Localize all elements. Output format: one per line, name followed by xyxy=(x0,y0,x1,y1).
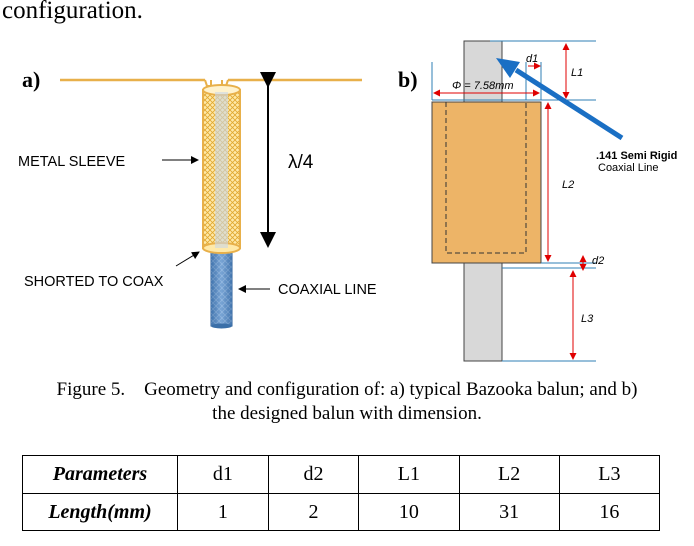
d1-label: d1 xyxy=(526,53,538,65)
inner-dashed-outline xyxy=(445,102,527,254)
coaxial-line-label: COAXIAL LINE xyxy=(278,282,377,298)
coaxial-line-drawing xyxy=(210,247,233,329)
panel-b-label: b) xyxy=(398,67,418,92)
panel-a-label: a) xyxy=(22,67,40,92)
shorted-label: SHORTED TO COAX xyxy=(24,274,164,290)
figure-caption: Figure 5. Geometry and configuration of:… xyxy=(0,378,694,426)
balun-sleeve xyxy=(431,101,542,264)
l1-label: L1 xyxy=(571,67,583,79)
param-cell: d1 xyxy=(177,455,269,494)
semi-rigid-label-1: .141 Semi Rigid xyxy=(596,150,677,162)
length-header: Length(mm) xyxy=(22,493,178,531)
l2-label: L2 xyxy=(562,179,574,191)
l3-label: L3 xyxy=(581,313,594,325)
caption-line-1: Figure 5. Geometry and configuration of:… xyxy=(56,379,638,400)
semi-rigid-pointer-arrow xyxy=(496,58,624,141)
length-cell: 2 xyxy=(267,493,360,531)
param-cell: L1 xyxy=(358,455,460,494)
length-cell: 16 xyxy=(558,493,661,531)
parameters-table: Parameters d1 d2 L1 L2 L3 Length(mm) 1 2… xyxy=(22,455,661,531)
length-cell: 1 xyxy=(177,493,269,531)
lambda-label: λ/4 xyxy=(288,152,314,173)
length-cell: 10 xyxy=(358,493,460,531)
length-cell: 31 xyxy=(458,493,560,531)
intro-text: configuration. xyxy=(2,0,143,24)
parameters-header: Parameters xyxy=(22,455,178,494)
table-header-row: Parameters d1 d2 L1 L2 L3 xyxy=(22,455,661,494)
shorted-arrow xyxy=(175,251,200,267)
caption-line-2: the designed balun with dimension. xyxy=(212,403,482,424)
metal-sleeve-drawing xyxy=(202,84,241,254)
table-row: Length(mm) 1 2 10 31 16 xyxy=(22,493,661,531)
param-cell: L3 xyxy=(558,455,661,494)
reference-lines xyxy=(431,40,596,362)
metal-sleeve-label: METAL SLEEVE xyxy=(18,154,126,170)
param-cell: d2 xyxy=(267,455,360,494)
param-cell: L2 xyxy=(458,455,560,494)
diameter-label: Φ = 7.58mm xyxy=(452,80,513,92)
d2-label: d2 xyxy=(592,255,604,267)
balun-figure: a) λ/4 METAL SLEEVE SHORTED TO COAX COAX… xyxy=(18,40,677,362)
semi-rigid-label-2: Coaxial Line xyxy=(598,162,659,174)
